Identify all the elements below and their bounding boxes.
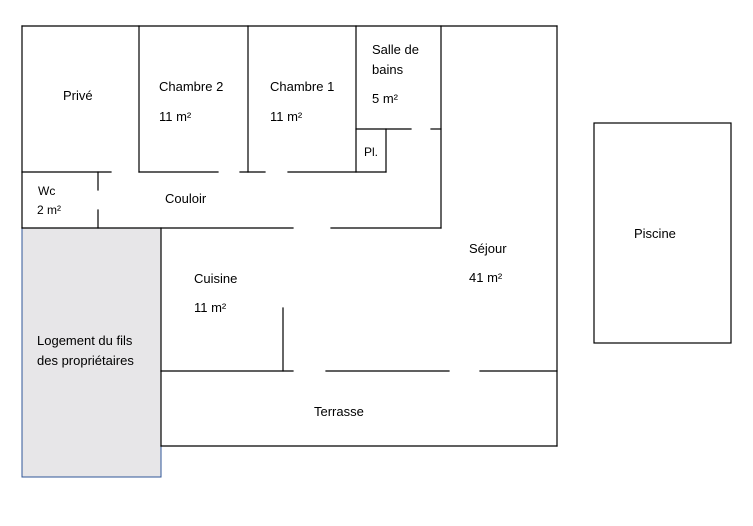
piscine-outline: [593, 122, 732, 344]
terrasse-label: Terrasse: [314, 404, 364, 419]
wc-label: Wc: [38, 184, 56, 198]
chambre2-area: 11 m²: [159, 109, 192, 124]
logement-label-line2: des propriétaires: [37, 353, 134, 368]
sdb-label-line1: Salle de: [372, 42, 419, 57]
wc-area: 2 m²: [37, 203, 61, 217]
sdb-area: 5 m²: [372, 91, 398, 106]
piscine-label: Piscine: [634, 226, 676, 241]
placard-label: Pl.: [364, 145, 379, 159]
prive-label: Privé: [63, 88, 93, 103]
logement-annex-area: [21, 227, 162, 478]
chambre2-label: Chambre 2: [159, 79, 224, 94]
couloir-label: Couloir: [165, 191, 207, 206]
cuisine-label: Cuisine: [194, 271, 238, 286]
cuisine-area: 11 m²: [194, 300, 227, 315]
sejour-label: Séjour: [469, 241, 507, 256]
sdb-label-line2: bains: [372, 62, 404, 77]
chambre1-label: Chambre 1: [270, 79, 335, 94]
sejour-area: 41 m²: [469, 270, 503, 285]
walls: [21, 25, 558, 447]
chambre1-area: 11 m²: [270, 109, 303, 124]
logement-label-line1: Logement du fils: [37, 333, 133, 348]
